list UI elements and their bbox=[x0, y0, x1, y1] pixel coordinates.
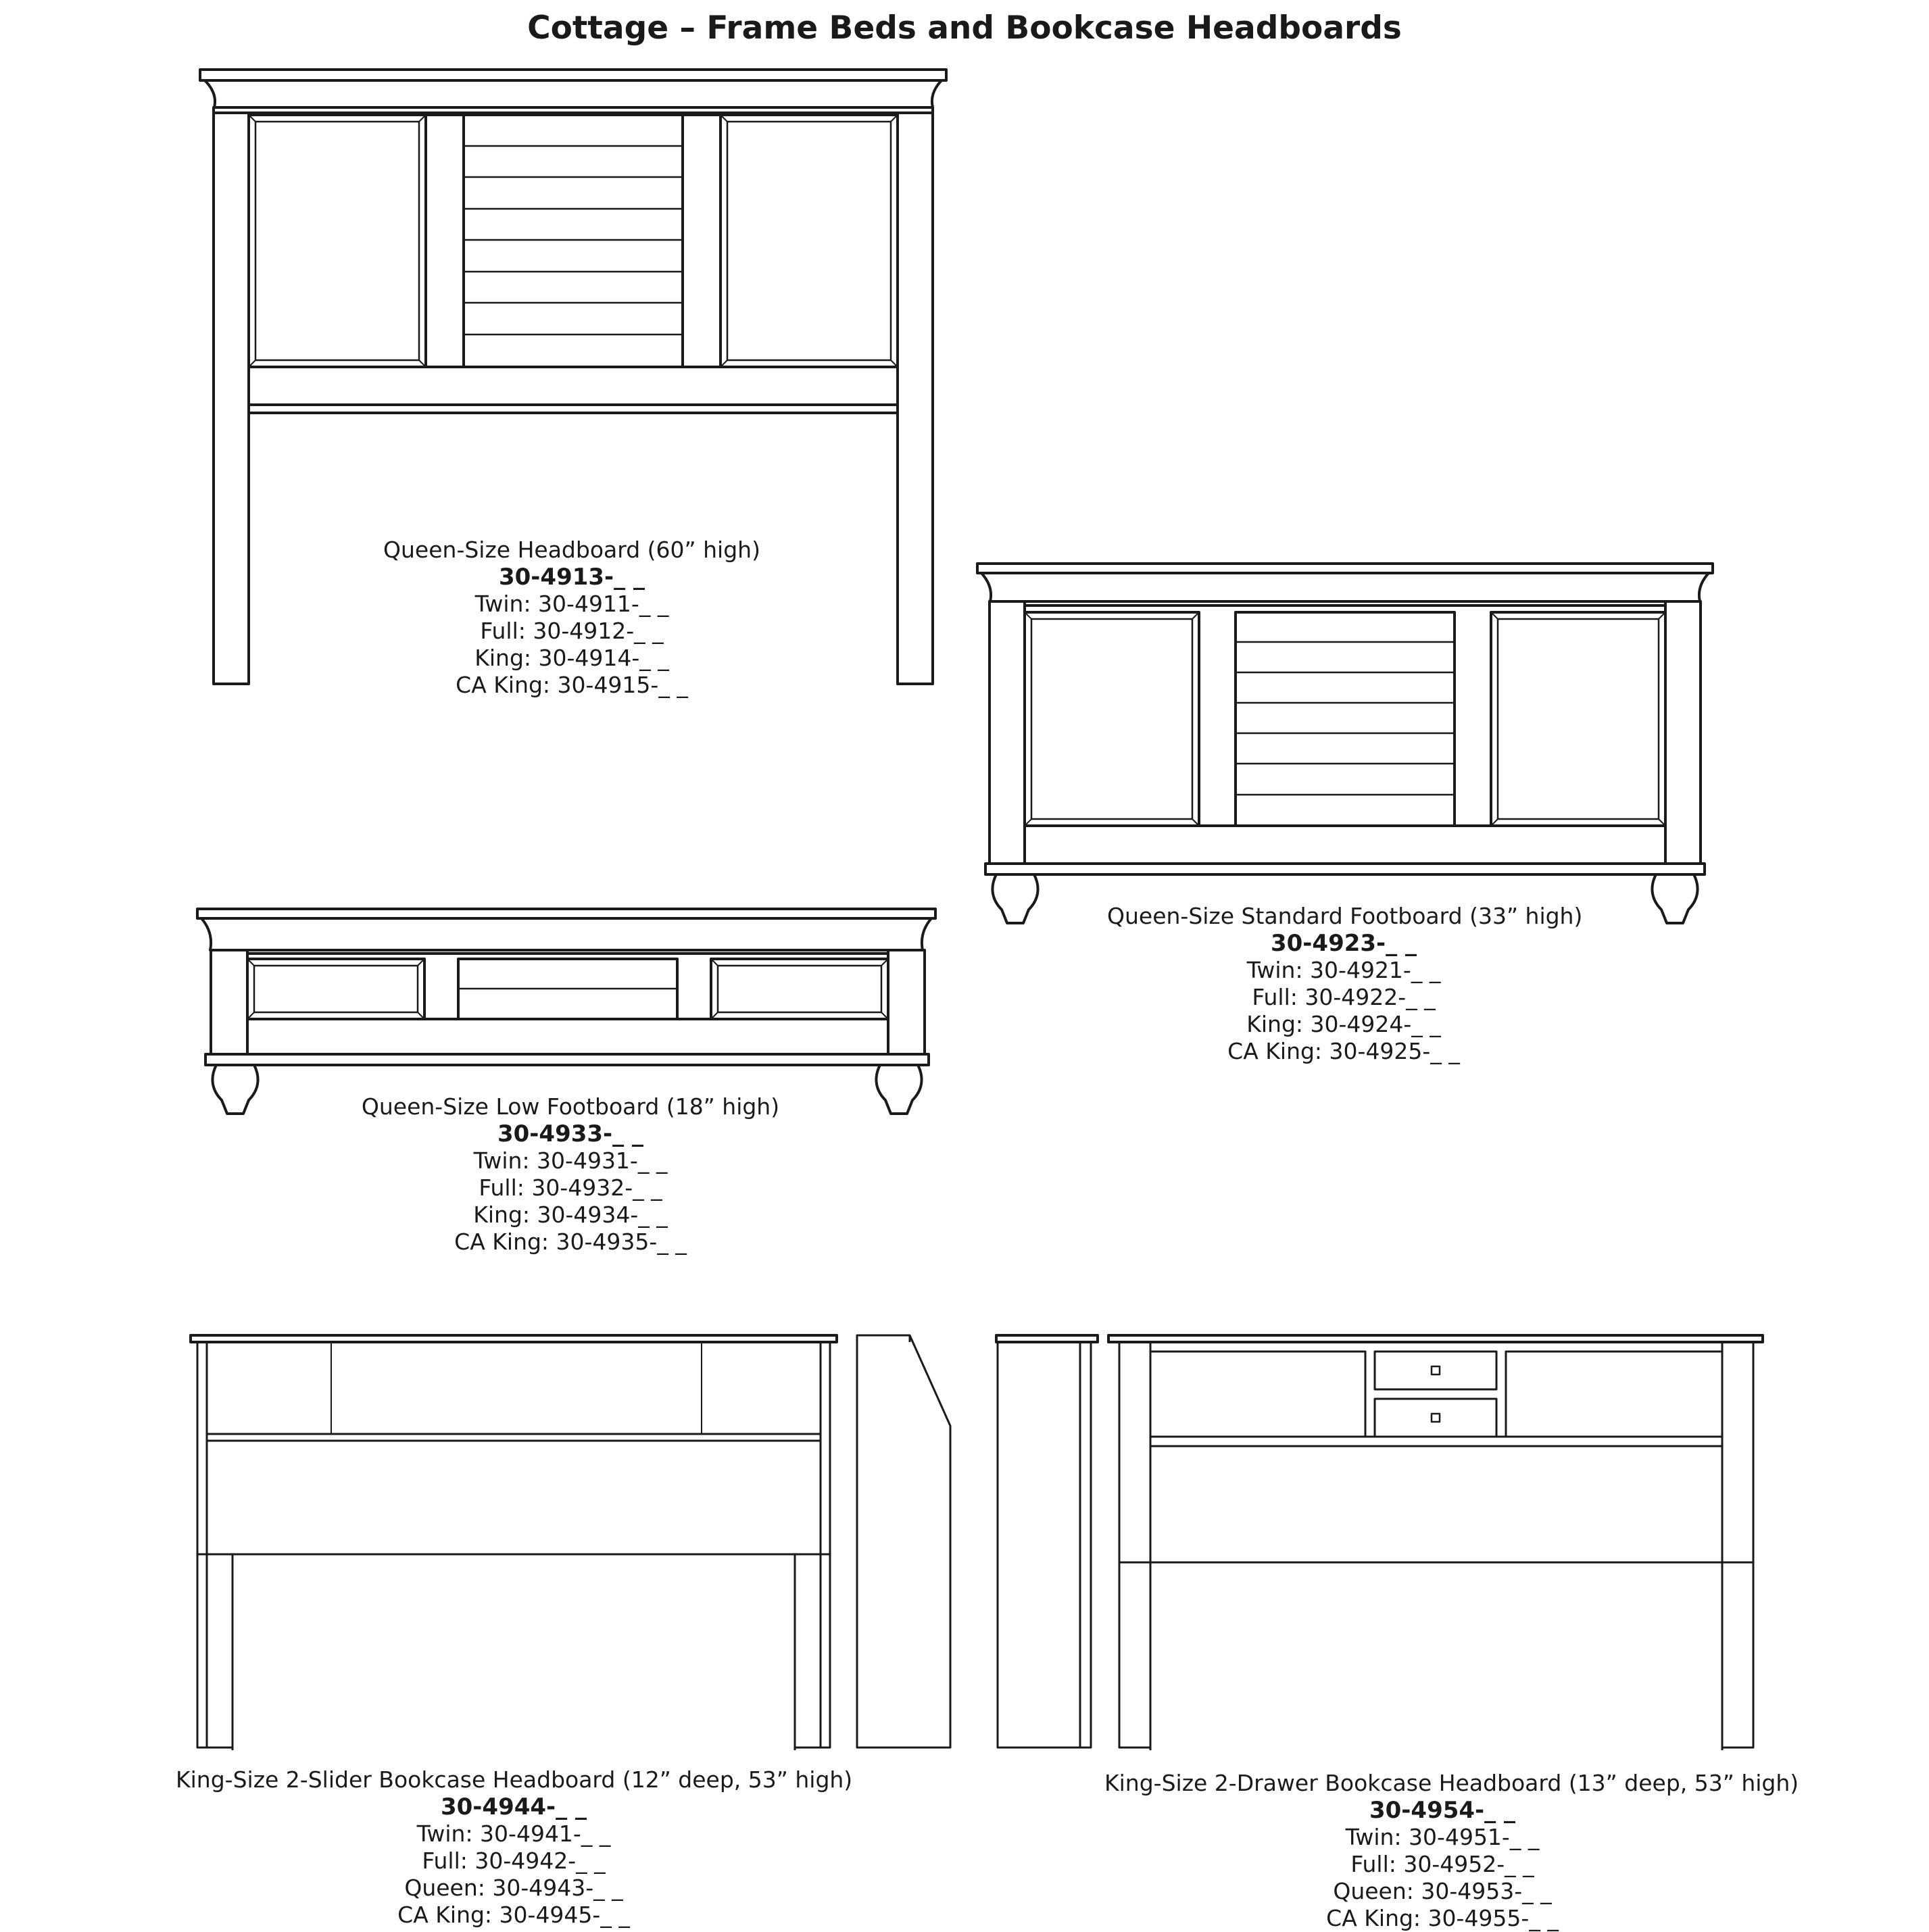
product-name: Queen-Size Standard Footboard (33” high) bbox=[1107, 903, 1583, 929]
variant-code: CA King: 30-4935-_ _ bbox=[454, 1229, 687, 1255]
variant-code: Full: 30-4952-_ _ bbox=[1350, 1851, 1534, 1877]
product-code: 30-4913-_ _ bbox=[498, 564, 645, 591]
variant-code: Full: 30-4932-_ _ bbox=[479, 1174, 662, 1201]
variant-code: King: 30-4934-_ _ bbox=[473, 1202, 668, 1228]
variant-code: CA King: 30-4925-_ _ bbox=[1227, 1038, 1460, 1064]
slider-bookcase-headboard-drawing bbox=[189, 1334, 952, 1750]
variant-code: King: 30-4914-_ _ bbox=[474, 645, 669, 671]
queen-headboard-drawing bbox=[199, 68, 948, 685]
variant-code: CA King: 30-4945-_ _ bbox=[397, 1902, 630, 1928]
variant-code: Full: 30-4942-_ _ bbox=[422, 1848, 606, 1874]
low-footboard-caption: Queen-Size Low Footboard (18” high) 30-4… bbox=[334, 1093, 807, 1256]
variant-code: King: 30-4924-_ _ bbox=[1246, 1011, 1441, 1037]
variant-code: CA King: 30-4955-_ _ bbox=[1326, 1905, 1559, 1931]
product-name: Queen-Size Low Footboard (18” high) bbox=[361, 1093, 780, 1120]
low-footboard-drawing bbox=[196, 908, 937, 1115]
variant-code: Twin: 30-4921-_ _ bbox=[1246, 957, 1441, 983]
variant-code: Queen: 30-4943-_ _ bbox=[404, 1875, 623, 1901]
slider-bookcase-caption: King-Size 2-Slider Bookcase Headboard (1… bbox=[176, 1766, 852, 1929]
variant-code: Queen: 30-4953-_ _ bbox=[1333, 1878, 1552, 1904]
standard-footboard-caption: Queen-Size Standard Footboard (33” high)… bbox=[1107, 903, 1583, 1065]
variant-code: Full: 30-4922-_ _ bbox=[1252, 984, 1436, 1010]
variant-code: CA King: 30-4915-_ _ bbox=[456, 672, 688, 698]
product-code: 30-4923-_ _ bbox=[1270, 930, 1417, 957]
product-code: 30-4933-_ _ bbox=[497, 1120, 643, 1147]
queen-headboard-caption: Queen-Size Headboard (60” high) 30-4913-… bbox=[369, 537, 775, 699]
product-code: 30-4944-_ _ bbox=[440, 1793, 587, 1820]
variant-code: Full: 30-4912-_ _ bbox=[480, 618, 664, 644]
product-name: Queen-Size Headboard (60” high) bbox=[383, 537, 760, 563]
product-code: 30-4954-_ _ bbox=[1369, 1797, 1515, 1824]
variant-code: Twin: 30-4951-_ _ bbox=[1345, 1824, 1540, 1850]
variant-code: Twin: 30-4941-_ _ bbox=[416, 1820, 611, 1847]
variant-code: Twin: 30-4911-_ _ bbox=[474, 591, 669, 617]
drawer-bookcase-caption: King-Size 2-Drawer Bookcase Headboard (1… bbox=[1104, 1770, 1799, 1932]
product-name: King-Size 2-Drawer Bookcase Headboard (1… bbox=[1104, 1770, 1799, 1796]
page-title: Cottage – Frame Beds and Bookcase Headbo… bbox=[527, 9, 1402, 47]
drawer-bookcase-headboard-drawing bbox=[995, 1334, 1764, 1750]
standard-footboard-drawing bbox=[976, 562, 1714, 924]
product-name: King-Size 2-Slider Bookcase Headboard (1… bbox=[176, 1766, 853, 1793]
variant-code: Twin: 30-4931-_ _ bbox=[473, 1147, 668, 1174]
